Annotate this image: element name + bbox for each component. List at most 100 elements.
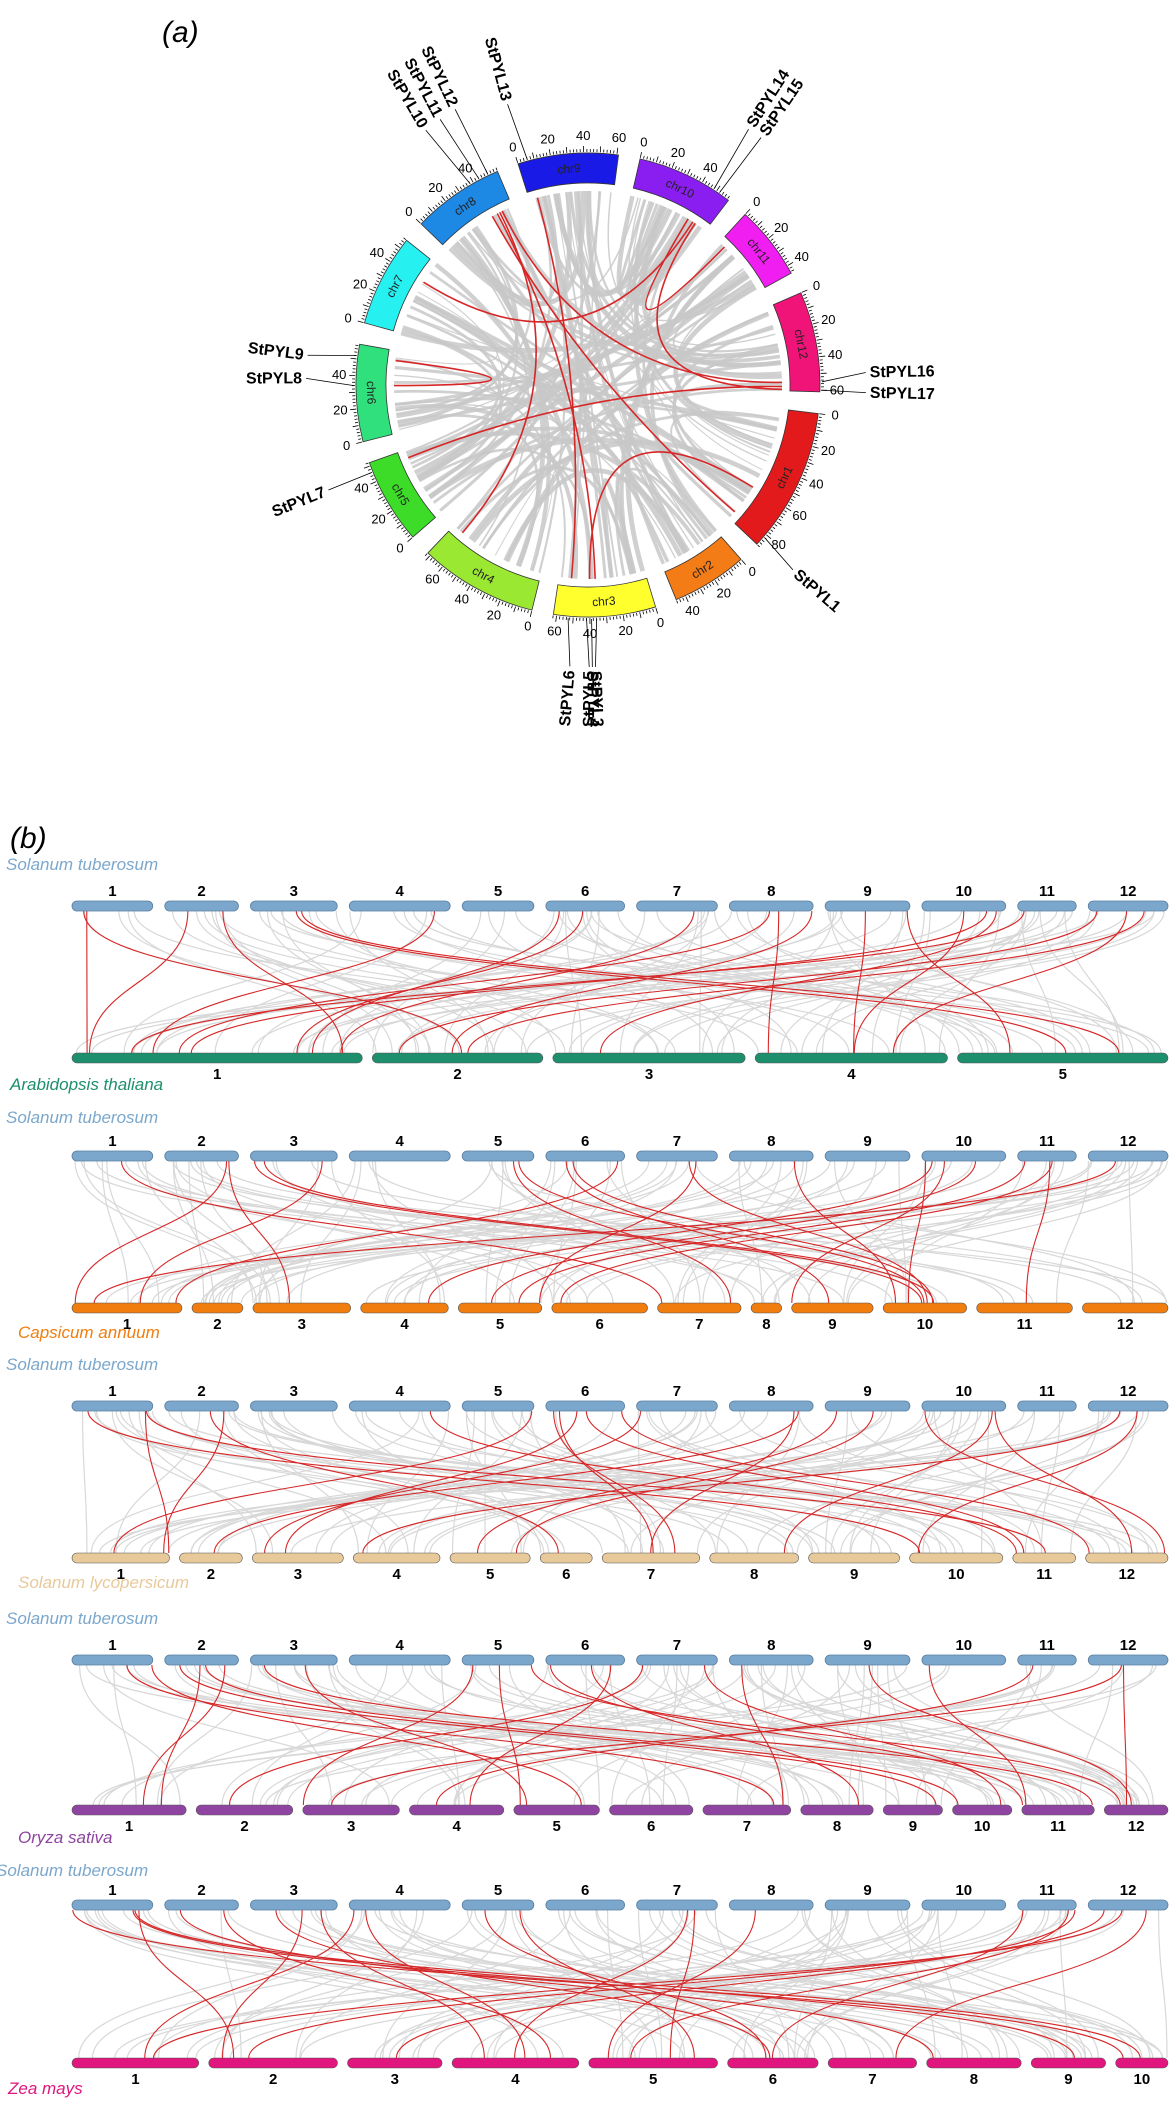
tick-mark (814, 439, 818, 442)
chr-label-chr3: chr3 (592, 594, 617, 610)
synteny-link (495, 1909, 1124, 2059)
orthologous-pair-link (179, 1909, 934, 2059)
tick-label: 0 (749, 564, 756, 579)
tick-mark (383, 502, 387, 505)
ideogram-chr11 (724, 213, 792, 289)
bottom-chromosome-number: 7 (868, 2071, 876, 2088)
tick-label: 0 (509, 140, 516, 155)
synteny-link (871, 910, 925, 1054)
tick-mark (725, 572, 729, 576)
synteny-link (397, 225, 519, 425)
tick-label: 60 (612, 130, 626, 145)
tick-label: 0 (524, 619, 531, 634)
orthologous-pair-link (572, 1160, 934, 1304)
tick-mark (761, 539, 765, 543)
bottom-chromosome-bar (827, 2057, 917, 2069)
tick-mark (415, 218, 421, 224)
tick-mark (465, 182, 468, 186)
tick-mark (813, 326, 817, 328)
top-chromosome-bar (545, 1654, 625, 1666)
bottom-species-label: Solanum lycopersicum (18, 1573, 189, 1592)
tick-mark (456, 578, 459, 582)
tick-mark (789, 501, 793, 504)
orthologous-pair-link (560, 1160, 1053, 1304)
tick-mark (445, 570, 448, 574)
synteny-link (215, 910, 393, 1054)
tick-mark (459, 580, 462, 584)
tick-mark (356, 428, 360, 430)
top-chromosome-bar (461, 1654, 535, 1666)
top-chromosome-number: 8 (767, 1383, 775, 1400)
tick-mark (497, 600, 501, 607)
synteny-link (421, 1410, 644, 1554)
orthologous-pair-link (498, 1664, 521, 1806)
synteny-link (101, 1160, 129, 1304)
tick-mark (809, 313, 813, 315)
synteny-link (815, 910, 1097, 1054)
bottom-chromosome-bar (513, 1804, 600, 1816)
tick-mark (807, 462, 814, 465)
bottom-chromosome-number: 10 (948, 1566, 965, 1583)
tick-mark (798, 483, 802, 486)
top-chromosome-number: 6 (581, 1383, 589, 1400)
tick-mark (757, 544, 760, 548)
tick-mark (656, 156, 659, 163)
tick-label: 40 (828, 347, 842, 362)
tick-mark (780, 515, 784, 519)
tick-mark (536, 154, 538, 158)
orthologous-pair-link (175, 1160, 619, 1304)
tick-mark (639, 612, 642, 619)
synteny-link (485, 1160, 504, 1304)
tick-mark (622, 615, 625, 622)
tick-label: 60 (547, 624, 561, 639)
tick-mark (782, 254, 786, 258)
tick-mark (768, 233, 774, 239)
orthologous-pair-link (398, 910, 1098, 1054)
synteny-link (226, 1160, 741, 1304)
synteny-link (739, 1410, 1158, 1554)
orthologous-pair-link (138, 1909, 235, 2059)
tick-mark (682, 597, 685, 601)
tick-mark (403, 237, 407, 240)
synteny-link (251, 910, 844, 1054)
synteny-link (678, 1909, 1143, 2059)
synteny-link (1079, 1664, 1114, 1806)
bottom-chromosome-bar (539, 1552, 593, 1564)
tick-mark (697, 590, 700, 594)
tick-mark (810, 452, 814, 455)
bottom-chromosome-bar (449, 1552, 531, 1564)
tick-mark (424, 553, 428, 557)
top-chromosome-number: 5 (494, 1133, 502, 1150)
top-chromosome-bar (1087, 1899, 1169, 1911)
top-species-label: Solanum tuberosum (6, 1609, 158, 1628)
ideogram-chr5 (368, 452, 437, 538)
tick-label: 0 (396, 540, 403, 555)
bottom-chromosome-number: 11 (1017, 1316, 1033, 1333)
synteny-link (459, 465, 634, 575)
tick-mark (782, 513, 786, 516)
orthologous-pair-link (304, 1664, 528, 1806)
bottom-chromosome-bar (750, 1302, 782, 1314)
synteny-link (555, 1410, 662, 1554)
gene-label: StPYL6 (557, 670, 579, 727)
tick-mark (469, 176, 474, 183)
synteny-link (259, 1664, 715, 1806)
gene-leader (764, 537, 794, 571)
tick-mark (364, 308, 368, 311)
tick-mark (366, 302, 370, 304)
tick-mark (382, 499, 386, 502)
orthologous-pair-link (519, 1909, 695, 2059)
synteny-link (831, 1909, 1001, 2059)
gene-label: StPYL8 (246, 370, 302, 387)
tick-mark (357, 435, 361, 437)
bottom-chromosome-bar (372, 1052, 544, 1064)
tick-mark (817, 426, 821, 428)
panel-a-label: (a) (162, 16, 199, 49)
panel-b-label: (b) (10, 822, 47, 855)
orthologous-pair-link (228, 1664, 644, 1806)
ideogram-chr6 (355, 343, 393, 443)
tick-mark (473, 588, 477, 592)
tick-label: 40 (332, 367, 346, 382)
